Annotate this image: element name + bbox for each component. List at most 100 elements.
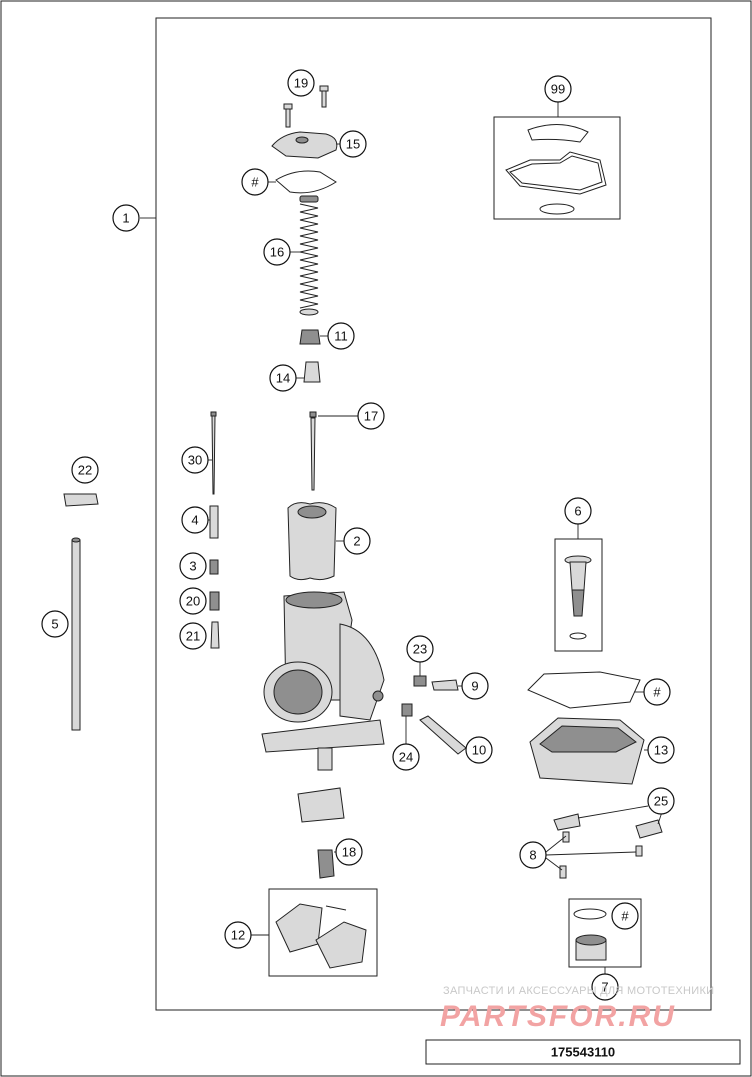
svg-text:#: # bbox=[621, 909, 629, 924]
svg-text:9: 9 bbox=[471, 679, 478, 694]
cover-gasket bbox=[275, 170, 337, 194]
callout-hash-gasket: # bbox=[643, 678, 671, 706]
svg-text:15: 15 bbox=[346, 137, 360, 152]
bowl-gasket bbox=[527, 671, 641, 709]
callout-14: 14 bbox=[269, 364, 297, 392]
callout-3: 3 bbox=[179, 552, 207, 580]
svg-text:24: 24 bbox=[399, 750, 413, 765]
needle-30 bbox=[210, 411, 217, 495]
svg-text:1: 1 bbox=[122, 211, 129, 226]
svg-text:4: 4 bbox=[191, 513, 198, 528]
hose-clip bbox=[63, 493, 99, 507]
callout-99: 99 bbox=[544, 75, 572, 103]
screws-19 bbox=[283, 85, 329, 128]
svg-text:18: 18 bbox=[342, 845, 356, 860]
callout-1: 1 bbox=[112, 204, 140, 232]
svg-text:22: 22 bbox=[78, 463, 92, 478]
bracket-25a bbox=[553, 813, 581, 831]
top-cover bbox=[271, 131, 338, 159]
callout-22: 22 bbox=[71, 456, 99, 484]
svg-text:23: 23 bbox=[413, 642, 427, 657]
callout-13: 13 bbox=[647, 736, 675, 764]
starter-jet bbox=[210, 621, 220, 649]
callout-11: 11 bbox=[327, 322, 355, 350]
svg-text:5: 5 bbox=[51, 617, 58, 632]
svg-text:20: 20 bbox=[186, 594, 200, 609]
kit-12-box bbox=[268, 888, 378, 977]
adjust-rod bbox=[419, 715, 467, 755]
kit-6-box bbox=[554, 538, 603, 652]
callout-23: 23 bbox=[406, 635, 434, 663]
svg-text:30: 30 bbox=[188, 453, 202, 468]
vent-hose bbox=[71, 539, 81, 731]
spring-24 bbox=[401, 703, 413, 717]
float-valve bbox=[317, 849, 335, 879]
callout-15: 15 bbox=[339, 130, 367, 158]
callout-hash-bottom: # bbox=[611, 902, 639, 930]
svg-text:10: 10 bbox=[472, 743, 486, 758]
callout-24: 24 bbox=[392, 743, 420, 771]
callout-10: 10 bbox=[465, 736, 493, 764]
slide-spring bbox=[299, 195, 319, 316]
svg-text:12: 12 bbox=[231, 928, 245, 943]
svg-text:99: 99 bbox=[551, 82, 565, 97]
callout-19: 19 bbox=[287, 69, 315, 97]
part-number: 175543110 bbox=[551, 1045, 615, 1060]
kit-o-ring bbox=[539, 203, 575, 215]
svg-text:3: 3 bbox=[189, 559, 196, 574]
svg-text:#: # bbox=[653, 685, 661, 700]
svg-text:14: 14 bbox=[276, 371, 290, 386]
kit-gasket-bowl bbox=[505, 151, 607, 195]
bracket-25b bbox=[635, 819, 663, 839]
callout-7: 7 bbox=[591, 973, 619, 1001]
float-pair-a bbox=[275, 903, 323, 953]
kit-gasket-top bbox=[527, 124, 589, 143]
svg-text:#: # bbox=[251, 175, 259, 190]
carburetor-body bbox=[261, 591, 385, 771]
needle-holder bbox=[299, 329, 321, 345]
adjust-screw bbox=[431, 679, 459, 691]
svg-text:2: 2 bbox=[353, 534, 360, 549]
svg-text:13: 13 bbox=[654, 743, 668, 758]
svg-text:16: 16 bbox=[270, 245, 284, 260]
throttle-slide bbox=[287, 502, 337, 581]
float bbox=[297, 787, 345, 823]
svg-text:25: 25 bbox=[654, 794, 668, 809]
svg-text:21: 21 bbox=[186, 629, 200, 644]
float-pair-b bbox=[315, 921, 367, 969]
callout-16: 16 bbox=[263, 238, 291, 266]
clip-holder bbox=[303, 361, 321, 383]
screws-8 bbox=[559, 831, 643, 879]
idle-screw bbox=[413, 675, 427, 687]
watermark-brand: PARTSFOR.RU bbox=[440, 1000, 676, 1033]
callout-18: 18 bbox=[335, 838, 363, 866]
callout-2: 2 bbox=[343, 527, 371, 555]
main-jet bbox=[209, 591, 220, 611]
svg-text:6: 6 bbox=[574, 504, 581, 519]
jet-needle bbox=[309, 411, 317, 491]
svg-text:8: 8 bbox=[529, 848, 536, 863]
watermark-tagline: ЗАПЧАСТИ И АКСЕССУАРЫ ДЛЯ МОТОТЕХНИКИ bbox=[443, 985, 714, 997]
callout-12: 12 bbox=[224, 921, 252, 949]
callout-4: 4 bbox=[181, 506, 209, 534]
callout-8: 8 bbox=[519, 841, 547, 869]
svg-text:17: 17 bbox=[364, 409, 378, 424]
assembly-frame bbox=[155, 17, 712, 1011]
svg-text:19: 19 bbox=[294, 76, 308, 91]
svg-text:11: 11 bbox=[334, 329, 348, 344]
callout-5: 5 bbox=[41, 610, 69, 638]
callout-20: 20 bbox=[179, 587, 207, 615]
callout-17: 17 bbox=[357, 402, 385, 430]
callout-9: 9 bbox=[461, 672, 489, 700]
kit-99-box bbox=[493, 116, 621, 220]
callout-30: 30 bbox=[181, 446, 209, 474]
pilot-jet bbox=[209, 559, 219, 575]
svg-text:7: 7 bbox=[601, 980, 608, 995]
needle-jet bbox=[209, 505, 219, 539]
part-number-box bbox=[425, 1039, 741, 1065]
callout-21: 21 bbox=[179, 622, 207, 650]
callout-25: 25 bbox=[647, 787, 675, 815]
callout-hash-top: # bbox=[241, 168, 269, 196]
